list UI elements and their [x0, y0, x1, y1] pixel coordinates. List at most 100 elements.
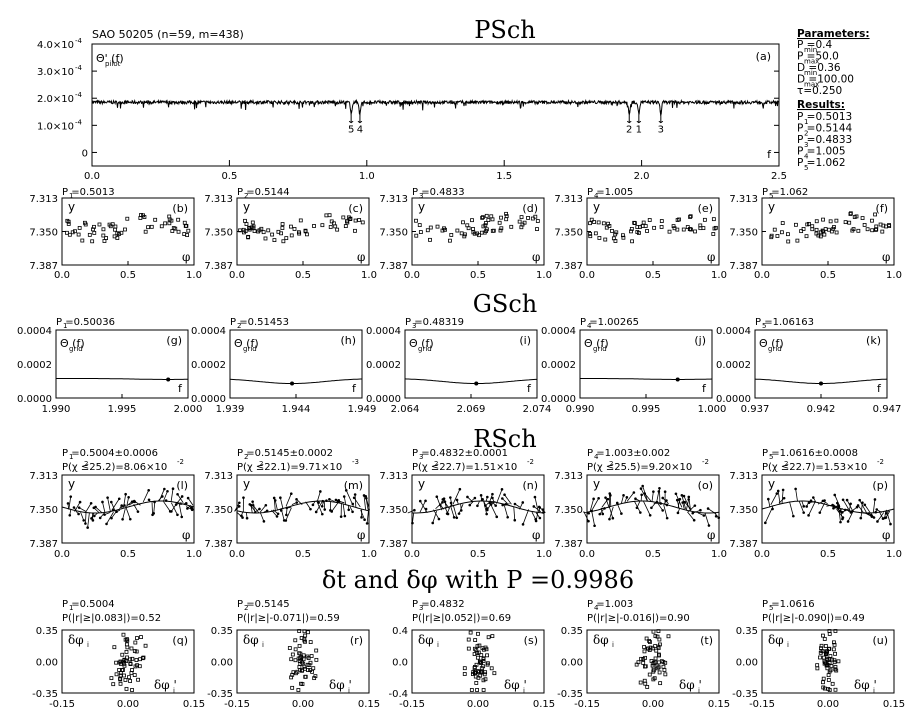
- residual-o-43: [640, 488, 648, 502]
- ylabel-r: δφ: [243, 633, 259, 647]
- point-d-58: [414, 218, 418, 223]
- point-r-55: [303, 666, 307, 671]
- point-o-41: [640, 493, 643, 497]
- ytick-label-m-0: 7.313: [204, 471, 233, 482]
- point-t-33: [643, 664, 647, 669]
- xtick-label-t-0: -0.15: [574, 699, 600, 710]
- point-p-58: [792, 514, 795, 518]
- point-b-47: [159, 224, 164, 229]
- point-s-45: [485, 653, 489, 658]
- point-q-22: [130, 656, 135, 661]
- point-n-33: [455, 498, 459, 502]
- point-q-29: [111, 682, 116, 687]
- point-s-24: [473, 674, 478, 679]
- param-line-3: D =100.00: [797, 74, 854, 86]
- point-o-15: [615, 501, 619, 505]
- panel-title-sub-q: 1: [69, 604, 73, 612]
- point-b-36: [186, 228, 191, 233]
- point-f-3: [772, 227, 777, 232]
- dip-label-4: 3: [658, 125, 664, 136]
- point-b-42: [77, 226, 82, 230]
- panel-title-sub-f: 5: [769, 192, 773, 200]
- panel-title-sub-b: 1: [69, 192, 73, 200]
- xlabel-s: δφ ': [504, 678, 527, 692]
- point-b-13: [67, 232, 72, 237]
- point-c-58: [357, 218, 362, 222]
- point-p-21: [802, 505, 806, 508]
- point-q-43: [123, 678, 128, 682]
- residual-m-14: [259, 505, 267, 513]
- xlabel-m: φ: [357, 528, 365, 542]
- point-e-49: [613, 232, 618, 237]
- point-p-31: [875, 508, 879, 511]
- ytick-label-s-1: 0.0: [392, 658, 408, 669]
- point-d-4: [491, 228, 496, 233]
- ylabel-sub-s: i: [437, 641, 439, 649]
- point-b-16: [167, 221, 172, 226]
- panel-title-e: P =1.005: [587, 187, 633, 198]
- dip-arrowhead-3: [636, 120, 642, 124]
- residual-l-55: [84, 503, 92, 514]
- point-c-46: [345, 220, 350, 225]
- point-r-49: [306, 656, 311, 660]
- point-u-34: [826, 673, 831, 678]
- point-m-23: [276, 512, 280, 516]
- point-q-53: [139, 635, 143, 639]
- point-r-19: [290, 652, 295, 657]
- panel-prob-chi2-o: 2: [609, 460, 613, 468]
- panel-title-d: P =0.4833: [412, 187, 465, 198]
- point-l-43: [153, 500, 156, 504]
- point-l-40: [170, 510, 173, 513]
- point-r-46: [306, 630, 310, 635]
- panel-title-sub-d: 3: [419, 192, 423, 200]
- point-d-20: [486, 218, 491, 222]
- xlabel-j: f: [702, 382, 707, 395]
- panel-prob-chi2-l: 2: [84, 460, 88, 468]
- residual-m-32: [296, 499, 303, 506]
- point-o-42: [687, 498, 690, 501]
- point-q-20: [134, 658, 139, 662]
- point-u-42: [832, 658, 837, 663]
- ytick-label-u-1: 0.00: [736, 658, 758, 669]
- residual-o-54: [608, 505, 614, 519]
- point-r-25: [297, 629, 302, 633]
- ytick-label-n-1: 7.350: [379, 505, 408, 516]
- residual-p-25: [798, 500, 805, 513]
- point-l-53: [78, 500, 82, 504]
- point-s-56: [474, 648, 479, 652]
- point-n-49: [513, 502, 517, 506]
- residual-l-15: [133, 504, 139, 512]
- point-d-16: [414, 233, 419, 238]
- point-e-2: [647, 218, 652, 222]
- residual-p-57: [781, 489, 784, 504]
- point-n-11: [473, 496, 477, 500]
- point-d-22: [417, 223, 422, 227]
- point-e-41: [629, 227, 634, 231]
- point-n-42: [506, 515, 510, 519]
- residual-o-53: [707, 508, 715, 514]
- point-c-12: [324, 213, 329, 218]
- residual-o-40: [651, 491, 654, 502]
- point-m-58: [337, 499, 340, 503]
- residual-n-25: [435, 502, 443, 510]
- ytick-label-e-2: 7.387: [554, 261, 583, 272]
- point-b-23: [153, 217, 158, 222]
- dip-label-2: 2: [626, 125, 632, 136]
- point-t-46: [653, 634, 658, 638]
- residual-m-25: [274, 500, 278, 511]
- xtick-label-m-1: 0.5: [295, 549, 311, 560]
- point-d-39: [435, 224, 440, 229]
- panel-title-sub-p: 5: [769, 453, 773, 461]
- point-o-43: [639, 487, 643, 490]
- xtick-label-k-2: 0.947: [873, 404, 902, 415]
- residual-m-36: [285, 493, 292, 507]
- xlabel-h: f: [352, 382, 357, 395]
- point-r-31: [289, 675, 294, 680]
- result-line-1: P =0.5013: [797, 111, 852, 123]
- point-d-35: [499, 226, 504, 231]
- point-q-26: [125, 645, 130, 650]
- xtick-label-h-2: 1.949: [348, 404, 377, 415]
- residual-l-4: [125, 506, 131, 520]
- point-b-21: [143, 229, 148, 234]
- point-n-56: [521, 501, 525, 504]
